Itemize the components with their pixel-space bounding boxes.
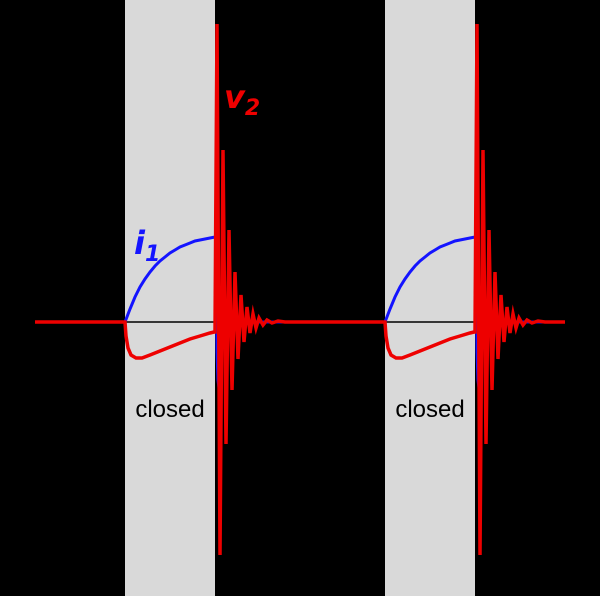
i1-label-base: i: [134, 224, 146, 262]
i1-label-subscript: 1: [145, 242, 160, 267]
closed-annotation: closed: [395, 396, 464, 423]
closed-switch-bands: [125, 0, 475, 596]
v2-label-base: v: [224, 78, 246, 116]
closed-band: [125, 0, 215, 596]
v2-label-subscript: 2: [245, 96, 260, 121]
annotations: closed closed: [135, 396, 464, 423]
closed-annotation: closed: [135, 396, 204, 423]
waveform-curves: [35, 23, 565, 556]
v2-curve: [35, 23, 565, 556]
closed-band: [385, 0, 475, 596]
i1-series-label: i1: [134, 224, 160, 267]
v2-series-label: v2: [224, 78, 260, 121]
